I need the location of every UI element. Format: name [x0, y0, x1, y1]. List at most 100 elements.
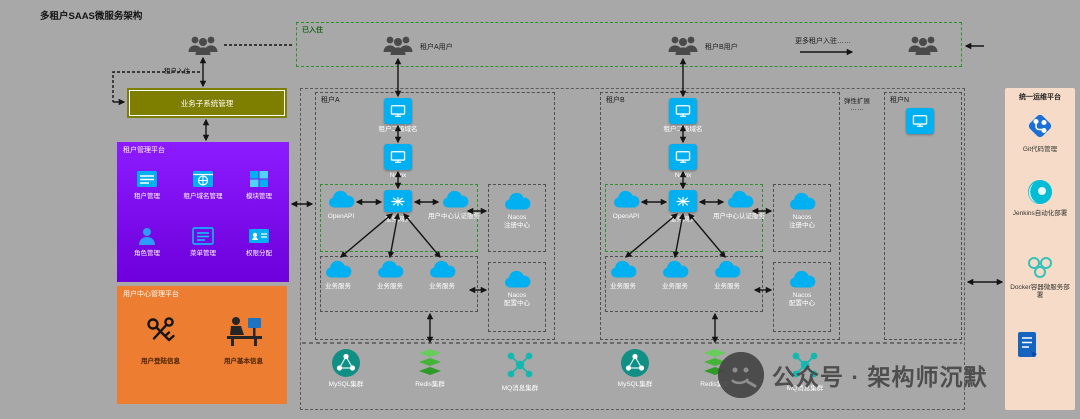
tenant-a-gateway-icon [384, 190, 412, 212]
tenant-b-domain-label: 租户二级域名 [663, 126, 703, 133]
permission-assign-label: 权限分配 [246, 250, 272, 258]
tenant-management-platform: 租户管理平台 租户管理 租户域名管理 模块管理 角色管理 菜单管理 [117, 142, 289, 282]
tenant-platform-title: 租户管理平台 [123, 147, 165, 154]
tenant-a-auth-icon [440, 190, 470, 210]
tenant-b-config-label: Nacos 配置中心 [789, 292, 815, 308]
tenant-domain-manage-item: 租户域名管理 [175, 169, 231, 200]
jenkins-label: Jenkins自动化部署 [1012, 210, 1068, 217]
tenant-a-domain-label: 租户二级域名 [378, 126, 418, 133]
mq-cluster-a-label: MQ消息集群 [501, 385, 539, 392]
tenant-b-service-2-label: 业务服务 [662, 283, 688, 290]
page-title: 多租户SAAS微服务架构 [40, 11, 143, 22]
user-login-info-item: 用户登陆信息 [119, 315, 202, 365]
tenant-n-title: 租户N [890, 97, 910, 104]
tenant-b-gateway-icon [669, 190, 697, 212]
tenant-b-title: 租户B [606, 97, 625, 104]
tenant-b-domain-icon [669, 98, 697, 124]
tenant-a-config-label: Nacos 配置中心 [504, 292, 530, 308]
tenant-platform-grid: 租户管理 租户域名管理 模块管理 角色管理 菜单管理 权限分配 [119, 169, 287, 257]
tenant-manage-label: 租户管理 [134, 193, 160, 200]
user-center-platform: 用户中心管理平台 用户登陆信息 [117, 286, 287, 404]
tenant-manage-item: 租户管理 [119, 169, 175, 200]
user-basic-info-item: 用户基本信息 [202, 315, 285, 365]
tenant-a-service-3-icon [427, 260, 457, 280]
tenant-domain-manage-icon [193, 171, 213, 187]
tenant-a-title: 租户A [321, 97, 340, 104]
git-icon [1028, 114, 1052, 138]
tenant-b-service-2-icon [660, 260, 690, 280]
tenant-domain-manage-label: 租户域名管理 [183, 193, 223, 200]
more-tenants-people-icon [905, 33, 941, 57]
ops-platform: 统一运维平台 Git代码管理 Jenkins自动化部署 Docker容器微服务部… [1005, 88, 1075, 410]
tenant-manage-icon [137, 171, 157, 187]
tenant-n-box [884, 92, 962, 340]
elastic-expand-dots: …… [850, 105, 864, 112]
role-manage-icon [139, 228, 155, 246]
tenant-a-config-icon [502, 270, 532, 290]
onboarded-zone-label: 已入住 [302, 27, 323, 34]
ops-platform-title: 统一运维平台 [1019, 94, 1061, 101]
redis-cluster-a-icon [415, 348, 445, 378]
business-subsystem-box: 业务子系统管理 [127, 88, 287, 118]
keys-icon [146, 317, 175, 342]
tenant-b-gateway-label: 服务网关 [670, 216, 696, 223]
redis-cluster-a-label: Redis集群 [415, 381, 445, 388]
menu-manage-icon [192, 227, 214, 245]
watermark-text: 公众号 · 架构师沉默 [772, 364, 988, 390]
module-manage-label: 模块管理 [246, 193, 272, 200]
menu-manage-label: 菜单管理 [190, 250, 216, 258]
tenant-a-registry-icon [502, 192, 532, 212]
user-basic-info-label: 用户基本信息 [224, 358, 263, 365]
tenant-b-people-icon [665, 33, 701, 57]
tenant-b-service-3-label: 业务服务 [714, 283, 740, 290]
tenant-b-registry-label: Nacos 注册中心 [789, 214, 815, 230]
docker-icon [1028, 257, 1052, 278]
tenant-b-users-label: 租户B用户 [705, 44, 738, 51]
tenant-a-service-1-icon [323, 260, 353, 280]
module-manage-icon [250, 171, 268, 187]
module-manage-item: 模块管理 [231, 169, 287, 200]
tenant-b-config-box [773, 262, 831, 332]
user-center-title: 用户中心管理平台 [123, 291, 179, 298]
tenant-b-service-1-label: 业务服务 [610, 283, 636, 290]
tenant-b-nginx-icon [669, 144, 697, 170]
tenant-b-service-3-icon [712, 260, 742, 280]
elastic-expand-label: 弹性扩展 [844, 98, 870, 105]
tenant-b-auth-icon [725, 190, 755, 210]
tenant-a-domain-icon [384, 98, 412, 124]
tenant-a-service-2-icon [375, 260, 405, 280]
tenant-a-registry-label: Nacos 注册中心 [504, 214, 530, 230]
tenant-b-registry-box [773, 184, 831, 252]
mq-cluster-a-icon [505, 350, 535, 380]
watermark: 公众号 · 架构师沉默 [718, 352, 987, 398]
mysql-cluster-a-label: MySQL集群 [328, 381, 364, 388]
tenant-b-openapi-label: OpenAPI [612, 213, 640, 220]
watermark-logo-icon [718, 352, 764, 398]
tenant-a-openapi-icon [326, 190, 356, 210]
tenant-a-nginx-label: Nginx [389, 172, 407, 179]
log-document-icon [1018, 332, 1037, 357]
jenkins-icon [1028, 180, 1052, 204]
tenant-b-config-icon [787, 270, 817, 290]
tenants-people-icon [185, 33, 221, 57]
tenant-a-users-label: 租户A用户 [420, 44, 453, 51]
tenant-a-config-box [488, 262, 546, 332]
tenant-a-service-2-label: 业务服务 [377, 283, 403, 290]
redis-cluster-b-label: Redis集群 [700, 381, 730, 388]
user-desk-icon [226, 317, 262, 346]
tenant-a-auth-label: 用户中心认证服务 [428, 213, 480, 220]
tenant-a-registry-box [488, 184, 546, 252]
tenant-a-people-icon [380, 33, 416, 57]
user-center-grid: 用户登陆信息 用户基本信息 [119, 315, 285, 365]
mq-cluster-b-label: MQ消息集群 [786, 385, 824, 392]
tenant-b-openapi-icon [611, 190, 641, 210]
tenant-entry-label: 租户入住 [162, 64, 192, 76]
tenant-a-service-3-label: 业务服务 [429, 283, 455, 290]
user-login-info-label: 用户登陆信息 [141, 358, 180, 365]
mysql-cluster-b-label: MySQL集群 [617, 381, 653, 388]
more-tenants-label: 更多租户入驻…… [795, 38, 851, 45]
tenant-b-auth-label: 用户中心认证服务 [713, 213, 765, 220]
tenant-a-service-1-label: 业务服务 [325, 283, 351, 290]
tenant-b-registry-icon [787, 192, 817, 212]
